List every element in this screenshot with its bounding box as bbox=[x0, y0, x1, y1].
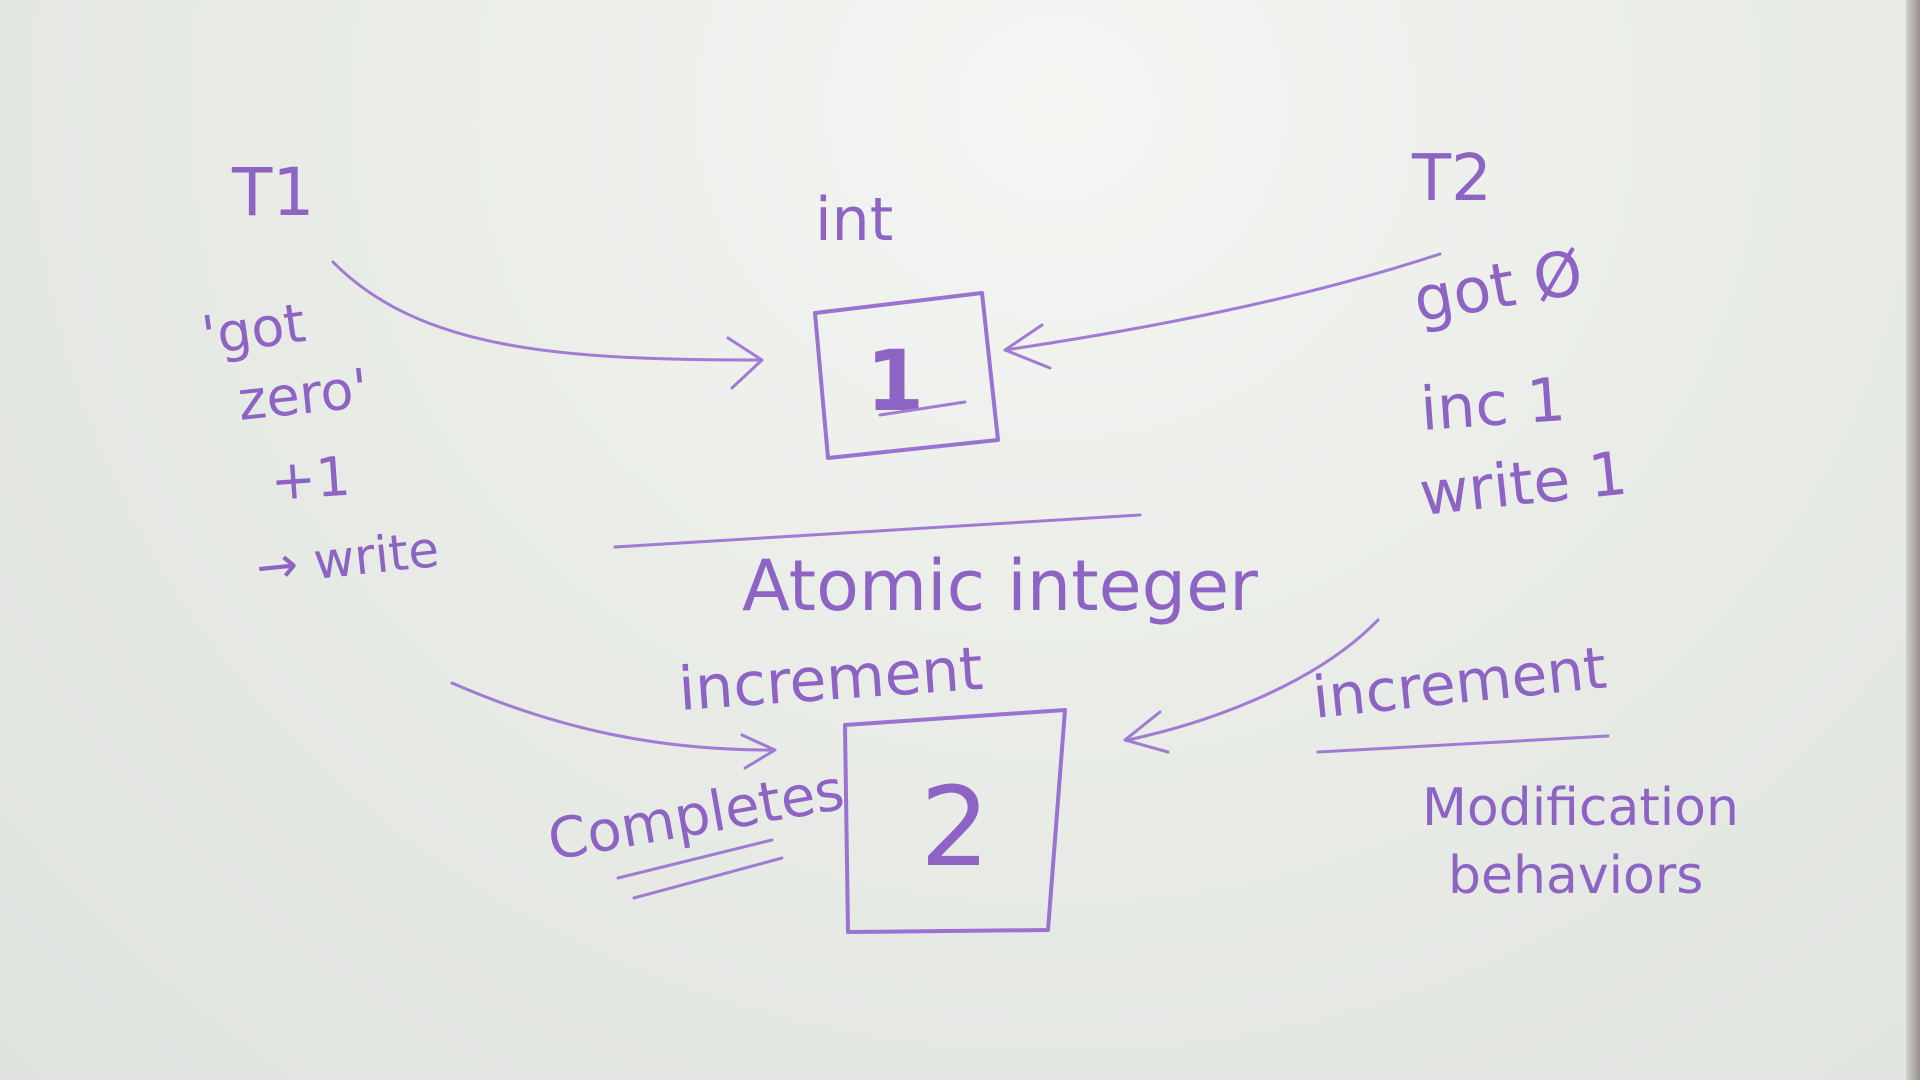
completes-underline bbox=[632, 856, 784, 900]
increment-right-label: increment bbox=[1309, 633, 1609, 731]
thread2-note-line: inc 1 bbox=[1418, 365, 1567, 445]
thread2-arrowhead bbox=[1003, 323, 1052, 370]
thread1-note-line: zero' bbox=[235, 357, 371, 433]
modification-line: Modification bbox=[1422, 778, 1739, 838]
increment-right-underline bbox=[1316, 734, 1610, 754]
whiteboard-frame-edge bbox=[1906, 0, 1920, 1080]
thread1-note-line: 'got bbox=[198, 291, 309, 368]
thread1-note-line: +1 bbox=[269, 445, 353, 513]
thread1-arrow bbox=[331, 260, 762, 362]
thread1-notes: 'got zero' +1 → write bbox=[198, 291, 442, 597]
thread1-label: T1 bbox=[231, 154, 314, 231]
divider-line bbox=[613, 513, 1142, 549]
divider-label: Atomic integer bbox=[742, 545, 1258, 627]
result-value-box bbox=[843, 708, 1067, 934]
completes-label: Completes bbox=[543, 758, 849, 874]
modification-notes: Modification behaviors bbox=[1422, 778, 1739, 906]
thread2-label: T2 bbox=[1411, 142, 1492, 216]
thread2-note-line: got Ø bbox=[1408, 235, 1588, 336]
increment-left-arrowhead bbox=[740, 733, 777, 770]
result-box-value: 2 bbox=[920, 763, 990, 891]
thread1-arrowhead bbox=[726, 336, 764, 390]
thread2-notes: got Ø inc 1 write 1 bbox=[1408, 235, 1631, 530]
int-label: int bbox=[815, 185, 893, 255]
completes-underline bbox=[616, 838, 774, 880]
thread2-arrow bbox=[1003, 252, 1442, 352]
int-box-value: 1 bbox=[866, 332, 924, 430]
thread1-note-line: → write bbox=[253, 520, 442, 597]
modification-line: behaviors bbox=[1448, 846, 1703, 906]
increment-right-arrow bbox=[1126, 618, 1380, 742]
increment-right-arrowhead bbox=[1123, 710, 1170, 754]
increment-left-label: increment bbox=[676, 634, 985, 725]
int-value-underline bbox=[878, 400, 967, 417]
thread2-note-line: write 1 bbox=[1416, 439, 1630, 530]
int-value-box bbox=[813, 291, 1000, 460]
increment-left-arrow bbox=[450, 681, 772, 752]
